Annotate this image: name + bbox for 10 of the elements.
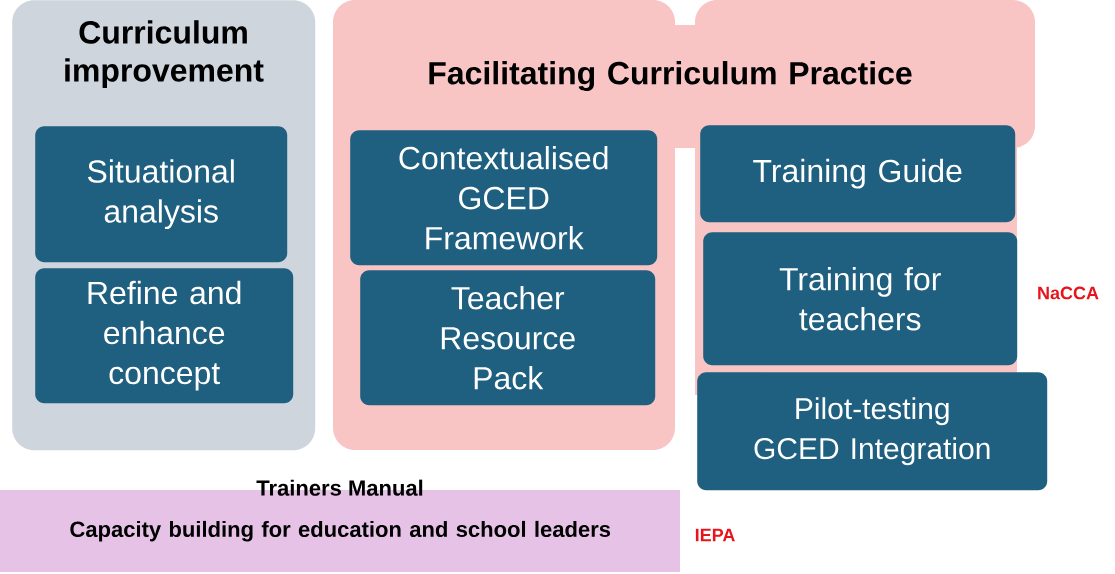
process-box: Pilot-testing GCED Integration xyxy=(697,372,1048,491)
process-box: Situational analysis xyxy=(35,126,288,263)
process-box: Contextualised GCED Framework xyxy=(350,130,658,266)
organisation-label: IEPA xyxy=(695,528,735,542)
organisation-label: NaCCA xyxy=(1038,286,1099,300)
process-box: Training Guide xyxy=(700,125,1016,223)
process-box: Training for teachers xyxy=(703,232,1018,366)
process-box: Refine and enhance concept xyxy=(35,268,294,404)
process-box: Teacher Resource Pack xyxy=(360,270,656,406)
banner-band: Trainers Manual Capacity building for education and school leaders xyxy=(0,479,680,572)
